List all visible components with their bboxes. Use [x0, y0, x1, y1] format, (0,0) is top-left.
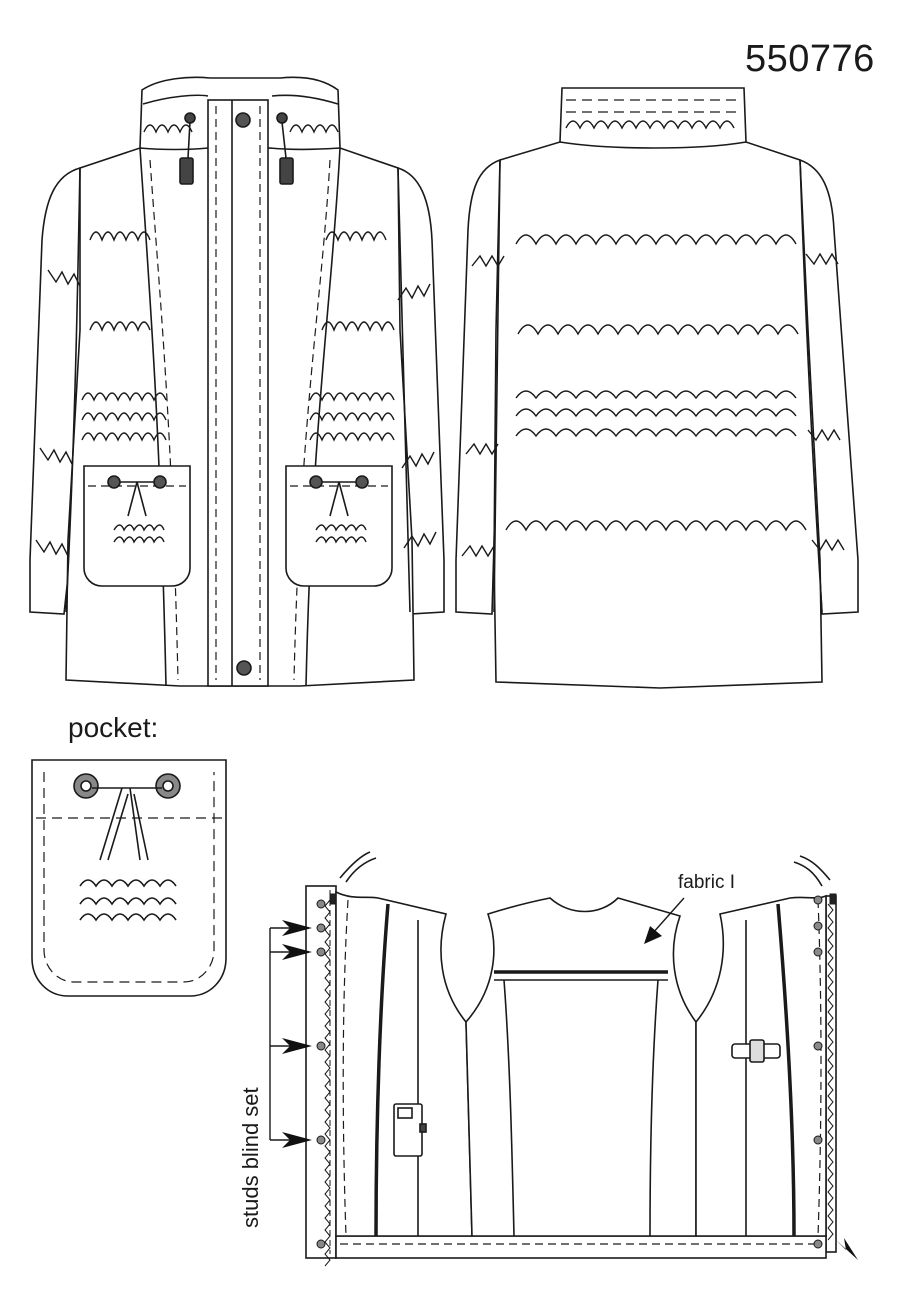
back-right-sleeve — [799, 158, 859, 615]
pocket-drawcord — [92, 787, 162, 861]
back-collar — [559, 87, 747, 149]
hem-band — [335, 1235, 827, 1259]
zigzag-trim — [324, 899, 834, 1267]
jacket-back-view — [455, 87, 859, 689]
back-shirring-lines — [461, 120, 845, 558]
pocket-detail — [31, 759, 227, 997]
stud-arrows — [282, 920, 858, 1260]
pocket-detail-title: pocket: — [68, 712, 159, 743]
front-shirring-lines — [35, 124, 437, 557]
arrow-icon — [644, 926, 662, 944]
snap-top — [235, 112, 251, 128]
pocket-outline — [31, 759, 227, 997]
front-placket — [207, 99, 269, 687]
collar-drawcord-left — [179, 112, 196, 185]
jacket-front-view — [29, 76, 445, 687]
left-stud-strip — [305, 885, 337, 1259]
inside-back — [465, 897, 697, 1237]
arrow-icon — [282, 1038, 312, 1054]
collar-fold — [142, 94, 339, 105]
stud-markers — [316, 893, 837, 1249]
model-number: 550776 — [745, 38, 875, 80]
arrow-icon — [836, 1238, 858, 1260]
jacket-inside-view — [305, 851, 837, 1259]
arrow-icon — [282, 920, 312, 936]
fabric-pointer — [644, 897, 685, 944]
right-stud-strip — [825, 895, 837, 1253]
studs-indicator — [269, 927, 304, 1141]
inside-right-front — [695, 894, 827, 1237]
inside-left-front — [335, 890, 473, 1237]
snap-bottom — [236, 660, 252, 676]
back-left-sleeve — [455, 158, 501, 615]
arrow-icon — [282, 1132, 312, 1148]
back-body — [493, 141, 823, 689]
fabric-label: fabric I — [678, 872, 736, 893]
collar-drawcord-right — [276, 112, 294, 185]
arrow-icon — [282, 944, 312, 960]
front-left-sleeve — [29, 166, 83, 615]
